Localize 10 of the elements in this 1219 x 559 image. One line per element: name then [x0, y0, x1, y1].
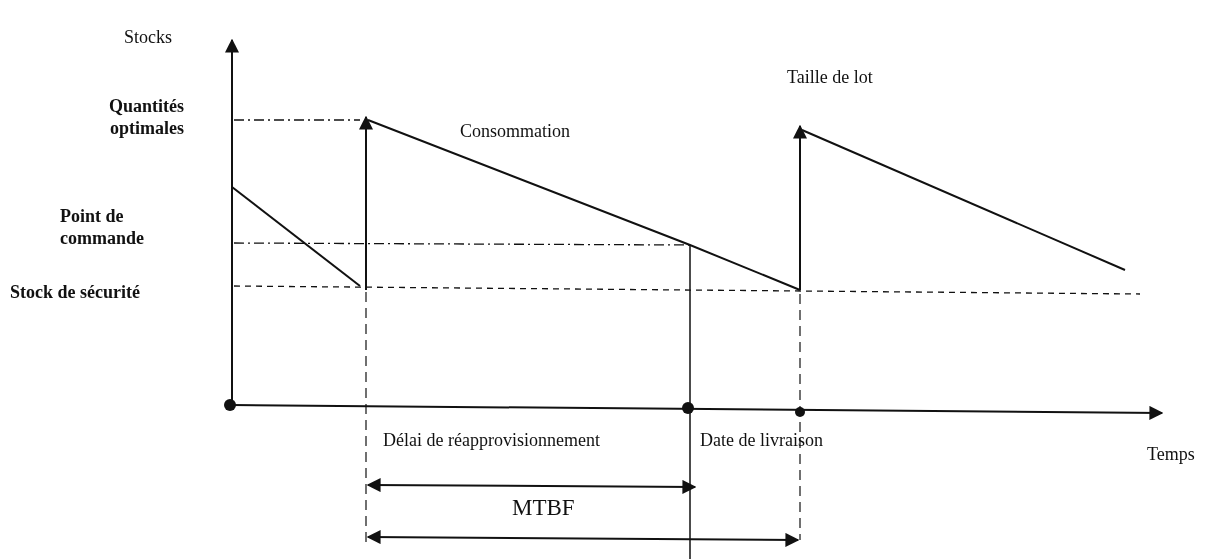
level-label: Quantités optimales — [108, 95, 184, 139]
interval-label: Délai de réapprovisionnement — [383, 429, 600, 451]
annotation-label: Taille de lot — [787, 66, 873, 88]
axis-label: Temps — [1147, 443, 1195, 465]
level-label: Point de commande — [60, 205, 145, 249]
interval-label: MTBF — [512, 494, 575, 521]
annotation-label: Consommation — [460, 120, 570, 142]
axis-label: Stocks — [123, 26, 172, 48]
level-label: Stock de sécurité — [10, 281, 140, 303]
annotation-label: Date de livraison — [700, 429, 823, 451]
